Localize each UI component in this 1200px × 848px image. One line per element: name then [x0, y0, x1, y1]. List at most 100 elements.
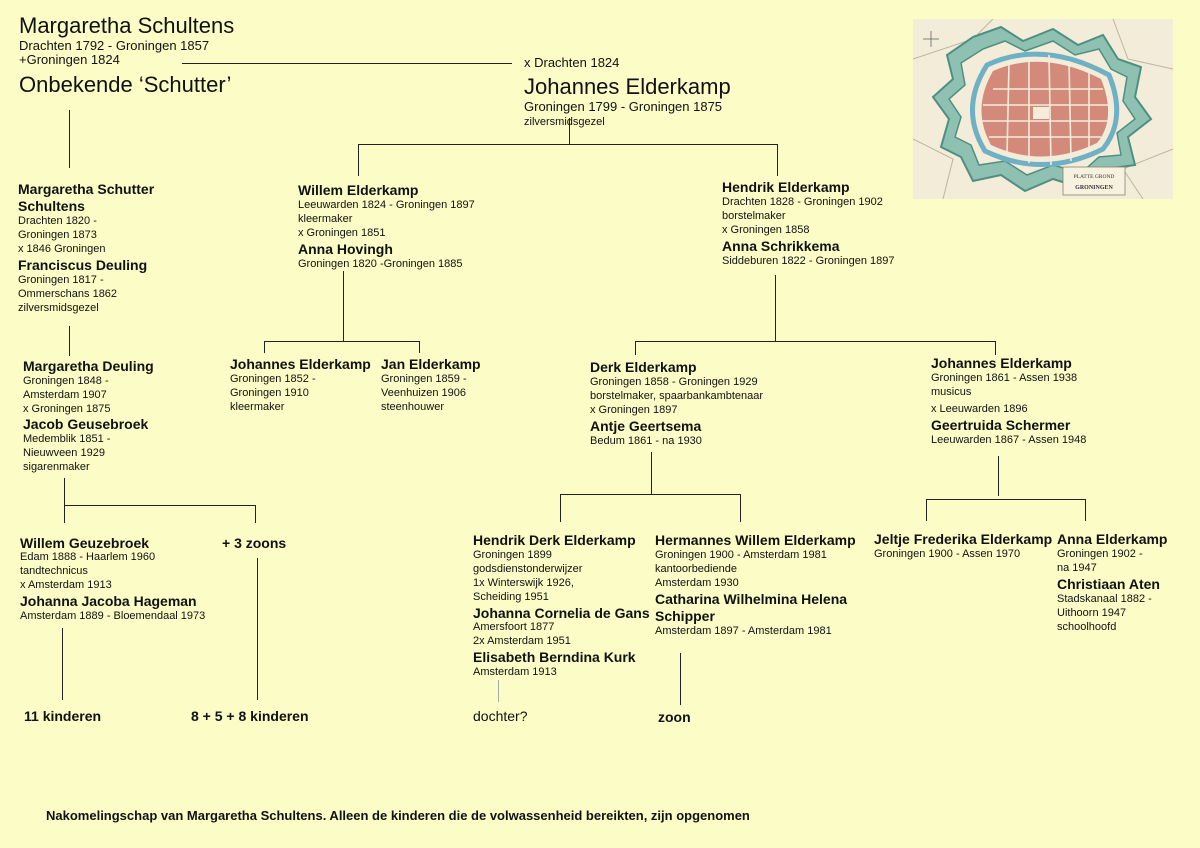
person-detail: 1x Winterswijk 1926,: [473, 577, 574, 589]
spouse-name: Elisabeth Berndina Kurk: [473, 649, 636, 665]
spouse-detail: Bedum 1861 - na 1930: [590, 435, 702, 447]
person-name-cont: Schultens: [18, 198, 85, 214]
spouse-detail: Stadskanaal 1882 -: [1057, 593, 1152, 605]
person-name: Jan Elderkamp: [381, 356, 481, 372]
line-hendrik: [777, 144, 778, 176]
person-detail: x Amsterdam 1913: [20, 579, 112, 591]
spouse-detail: Amsterdam 1913: [473, 666, 557, 678]
person-detail: Groningen 1848 -: [23, 375, 109, 387]
person-detail: x Leeuwarden 1896: [931, 403, 1028, 415]
line-hendrikderk: [560, 494, 561, 522]
person-detail: musicus: [931, 386, 972, 398]
person-death: +Groningen 1824: [19, 52, 120, 67]
person-life: Groningen 1799 - Groningen 1875: [524, 99, 723, 114]
person-detail: Groningen 1899: [473, 549, 552, 561]
person-detail: Groningen 1861 - Assen 1938: [931, 372, 1078, 384]
spouse-detail: Groningen 1820 -Groningen 1885: [298, 258, 463, 270]
person-detail: x Groningen 1851: [298, 227, 386, 239]
person-detail: kleermaker: [230, 401, 285, 413]
spouse-name: Christiaan Aten: [1057, 576, 1160, 592]
partner-name: Onbekende ‘Schutter’: [19, 72, 232, 97]
spouse-detail: Medemblik 1851 -: [23, 433, 111, 445]
person-detail: Groningen 1858 - Groningen 1929: [590, 376, 758, 388]
spouse-detail: sigarenmaker: [23, 461, 90, 473]
line-jan: [419, 341, 420, 353]
line-hendrik-down: [775, 275, 776, 341]
person-detail: Groningen 1900 - Assen 1970: [874, 548, 1021, 560]
line-derk: [635, 341, 636, 355]
line-willem-down: [343, 271, 344, 341]
person-detail: Groningen 1852 -: [230, 373, 316, 385]
person-name: Jeltje Frederika Elderkamp: [874, 531, 1053, 547]
person-detail: borstelmaker: [722, 210, 786, 222]
line-willem-g: [64, 505, 65, 523]
line-johannes1: [264, 341, 265, 353]
person-name: Margaretha Schultens: [19, 13, 235, 38]
line-deuling-children: [64, 505, 256, 506]
spouse-detail: Amsterdam 1897 - Amsterdam 1981: [655, 625, 832, 637]
person-detail: Edam 1888 - Haarlem 1960: [20, 551, 156, 563]
line-johannes2-children: [926, 499, 1086, 500]
spouse-detail: Amsterdam 1889 - Bloemendaal 1973: [20, 610, 206, 622]
person-detail: Amsterdam 1907: [23, 389, 107, 401]
person-name: Johannes Elderkamp: [931, 355, 1072, 371]
person-detail: Groningen 1900 - Amsterdam 1981: [655, 549, 827, 561]
person-name: Hendrik Elderkamp: [722, 179, 850, 195]
spouse-detail: Amersfoort 1877: [473, 621, 555, 633]
marriage-label: x Drachten 1824: [524, 55, 620, 70]
son-label: zoon: [658, 709, 691, 725]
person-name: Hermannes Willem Elderkamp: [655, 532, 856, 548]
person-name: Willem Elderkamp: [298, 182, 419, 198]
line-derk-down: [651, 452, 652, 494]
person-detail: Amsterdam 1930: [655, 577, 739, 589]
map-city: GRONINGEN: [1075, 185, 1113, 191]
spouse-name: Anna Schrikkema: [722, 238, 840, 254]
person-detail: Scheiding 1951: [473, 591, 549, 603]
spouse-name: Johanna Cornelia de Gans: [473, 605, 650, 621]
person-detail: Groningen 1859 -: [381, 373, 467, 385]
person-name: Margaretha Schutter: [18, 181, 155, 197]
line-derk-children: [560, 494, 741, 495]
person-name: Johannes Elderkamp: [230, 356, 371, 372]
person-detail: Groningen 1910: [230, 387, 309, 399]
spouse-detail: Nieuwveen 1929: [23, 447, 105, 459]
line-deuling-down: [64, 478, 65, 506]
spouse-detail: Uithoorn 1947: [1057, 607, 1127, 619]
person-detail: Drachten 1820 -: [18, 215, 97, 227]
person-detail: na 1947: [1057, 562, 1097, 574]
caption: Nakomelingschap van Margaretha Schultens…: [46, 808, 750, 823]
children-count-11: 11 kinderen: [24, 708, 102, 724]
spouse-name: Geertruida Schermer: [931, 417, 1071, 433]
person-detail: kleermaker: [298, 213, 353, 225]
line-willem-children: [264, 341, 420, 342]
spouse-name: Antje Geertsema: [590, 418, 702, 434]
line-johannes2: [995, 341, 996, 355]
person-name: Hendrik Derk Elderkamp: [473, 532, 636, 548]
line-anna: [1085, 499, 1086, 521]
line-zoons: [255, 505, 256, 523]
spouse-name: Jacob Geusebroek: [23, 416, 149, 432]
line-root-margaretha: [69, 110, 70, 168]
spouse-detail: Siddeburen 1822 - Groningen 1897: [722, 255, 895, 267]
spouse-name: Franciscus Deuling: [18, 257, 148, 273]
person-name: Anna Elderkamp: [1057, 531, 1168, 547]
line-johannes2-down: [998, 456, 999, 496]
person-name: Johannes Elderkamp: [524, 74, 731, 99]
line-margaretha-deuling: [69, 326, 70, 356]
line-hermannes: [740, 494, 741, 522]
map-image: PLATTE GROND GRONINGEN: [912, 18, 1174, 200]
spouse-detail: zilversmidsgezel: [18, 302, 99, 314]
person-detail: godsdienstonderwijzer: [473, 563, 583, 575]
spouse-detail: 2x Amsterdam 1951: [473, 635, 571, 647]
person-detail: x Groningen 1858: [722, 224, 810, 236]
person-detail: Groningen 1873: [18, 229, 97, 241]
person-detail: x 1846 Groningen: [18, 243, 106, 255]
person-detail: x Groningen 1897: [590, 404, 678, 416]
line-husband-down: [569, 118, 570, 144]
spouse-name: Anna Hovingh: [298, 241, 393, 257]
line-zoon: [680, 653, 681, 705]
map-title: PLATTE GROND: [1074, 174, 1115, 180]
line-gen1-bar: [358, 144, 778, 145]
person-occupation: zilversmidsgezel: [524, 116, 605, 128]
person-detail: Drachten 1828 - Groningen 1902: [722, 196, 883, 208]
